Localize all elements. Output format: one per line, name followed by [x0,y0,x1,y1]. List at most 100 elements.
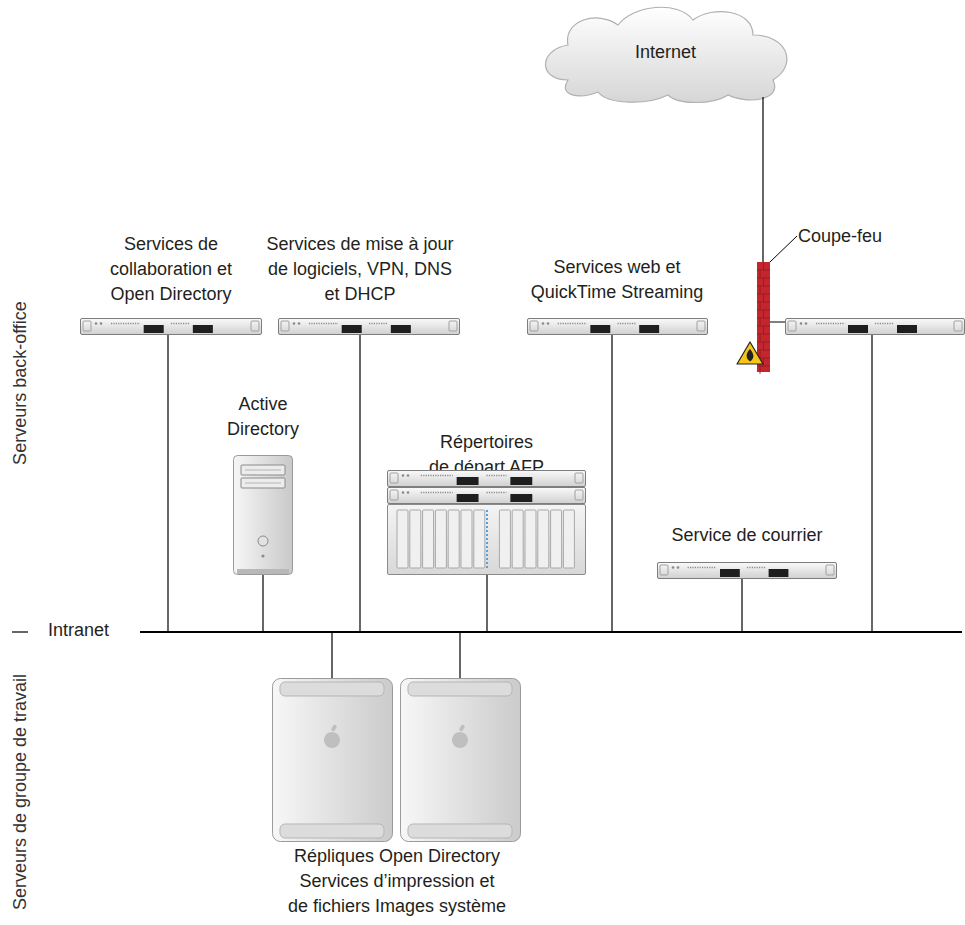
network-link [167,335,168,631]
network-link [359,335,360,631]
server-heading: Active Directory [208,392,318,442]
shape-detail [770,236,797,262]
rack-server [657,562,837,579]
shape-detail [423,510,434,568]
shape-detail [390,473,398,483]
shape-detail [388,488,586,504]
shape-detail [401,679,521,842]
shape-detail [258,536,268,546]
shape-detail [590,325,610,333]
server-heading: Services de mise à jour de logiciels, VP… [262,232,458,307]
shape-detail [388,505,586,575]
shape-detail [875,323,893,325]
shape-detail [234,456,293,575]
server-node: Répertoires de départ AFP [387,430,587,575]
shape-detail [558,323,587,325]
server-node: Services de collaboration et Open Direct… [80,232,262,335]
shape-detail [618,323,636,325]
shape-detail [459,724,466,732]
storage-array [387,470,586,575]
shape-detail [763,342,764,350]
shape-detail [281,321,289,331]
shape-detail [816,323,844,325]
network-link [331,633,332,678]
shape-detail [720,569,740,577]
shape-detail [83,321,91,331]
rack-server [278,318,460,335]
shape-detail [747,349,754,362]
shape-detail [769,569,789,577]
shape-detail [410,510,421,568]
gateway-server [786,319,965,335]
shape-detail [786,319,965,335]
shape-detail [639,325,659,333]
shape-detail [747,567,765,569]
shape-detail [279,319,460,335]
shape-detail [763,262,764,270]
shape-detail [111,323,140,325]
shape-detail [677,566,680,569]
shape-detail [298,322,301,325]
tower-server [233,455,293,575]
shape-detail [763,326,764,334]
shape-detail [407,491,410,494]
shape-detail [408,824,512,838]
shape-detail [324,732,340,748]
server-heading: Service de courrier [652,523,842,548]
network-link [459,633,460,678]
shape-detail [487,492,507,494]
shape-detail [407,474,410,477]
shape-detail [547,322,550,325]
shape-detail [499,510,510,568]
shape-detail [897,325,917,333]
shape-detail [760,270,761,278]
shape-detail [660,565,668,575]
shape-detail [452,732,468,748]
shape-detail [512,510,523,568]
shape-detail [575,490,583,500]
shape-detail [760,334,761,342]
shape-detail [672,566,675,569]
shape-detail [245,483,281,484]
shape-detail [551,510,562,568]
shape-detail [510,477,532,485]
shape-detail [171,323,189,325]
shape-detail [510,494,532,502]
shape-detail [763,310,764,318]
shape-detail [95,322,98,325]
network-bus: Intranet [140,631,962,633]
shape-detail [658,563,837,579]
shape-detail [449,321,457,331]
shape-detail [457,494,479,502]
server-heading: Services web et QuickTime Streaming [522,255,712,305]
shape-detail [309,323,338,325]
shape-detail [402,491,405,494]
network-label: Intranet [48,618,109,643]
server-node: Services de mise à jour de logiciels, VP… [262,232,458,335]
shape-detail [237,569,289,574]
tier-label: Serveurs de groupe de travail [9,632,31,925]
shape-detail [251,321,259,331]
shape-detail [760,286,761,294]
server-node: Répliques Open Directory Services d’impr… [272,678,522,925]
shape-detail [760,366,761,374]
shape-detail [760,350,761,358]
network-link [762,97,763,262]
shape-detail [563,510,574,568]
shape-detail [421,475,453,477]
shape-detail [273,679,393,842]
server-node: Active Directory [208,392,318,575]
server-node: Internet [528,0,803,105]
shape-detail [760,318,761,326]
shape-detail [848,325,868,333]
shape-detail [826,565,834,575]
shape-detail [486,510,488,568]
shape-detail [525,510,536,568]
shape-detail [805,322,808,325]
server-node: Service de courrier [652,523,842,579]
network-link [741,579,742,631]
shape-detail [144,325,164,333]
shape-detail [737,342,763,364]
shape-detail [369,323,387,325]
shape-detail [342,325,362,333]
